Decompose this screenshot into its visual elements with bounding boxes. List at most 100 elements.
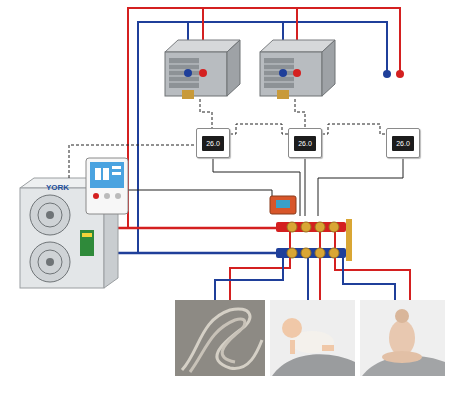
- actuator-wire: [213, 158, 300, 216]
- control-wire: [69, 145, 196, 178]
- person-legs: [382, 351, 422, 363]
- valve-actuator-label: [276, 200, 290, 208]
- baby-head: [282, 318, 302, 338]
- controller-button: [104, 193, 110, 199]
- floor-return-pipe: [307, 258, 309, 300]
- fan-coil-side: [227, 40, 240, 96]
- fan-hub: [46, 211, 54, 219]
- drain-pan: [182, 90, 194, 99]
- baby-leg: [322, 345, 334, 351]
- photo-frame: [175, 300, 265, 376]
- controller-wire: [128, 190, 272, 198]
- control-wire: [200, 99, 212, 128]
- manifold-port: [287, 222, 297, 232]
- person-back: [389, 320, 415, 356]
- photo-frame: [270, 300, 355, 376]
- temperature-reading: 26.0: [294, 136, 316, 151]
- actuator-wire: [318, 158, 403, 216]
- pipe-end: [396, 70, 404, 78]
- actuator-wire: [305, 158, 306, 216]
- grille-line: [169, 76, 199, 77]
- thermostat-box: 26.0: [288, 128, 322, 158]
- fan-coil-unit: [260, 40, 335, 99]
- screen-icon: [112, 166, 121, 169]
- thermostat-box: 26.0: [386, 128, 420, 158]
- fan-coil-grille: [264, 58, 294, 88]
- supply-manifold: [276, 222, 346, 232]
- screen-icon: [112, 172, 121, 175]
- fan-guard-ring: [38, 203, 62, 227]
- person-head: [395, 309, 409, 323]
- screen-digit: [103, 168, 109, 180]
- fan-coil-unit: [165, 40, 240, 99]
- controller-button: [115, 193, 121, 199]
- screen-digit: [95, 168, 101, 180]
- temperature-reading: 26.0: [202, 136, 224, 151]
- grille-line: [169, 64, 199, 65]
- pipe-connection: [279, 69, 287, 77]
- manifold-port: [301, 248, 311, 258]
- brand-name: YORK: [46, 183, 69, 192]
- fan-coil-grille: [169, 58, 199, 88]
- energy-label: [80, 230, 94, 256]
- manifold-port: [329, 248, 339, 258]
- fan-coil-body: [165, 52, 227, 96]
- coil-pipe: [182, 309, 262, 370]
- grille-line: [264, 76, 294, 77]
- outdoor-unit-box: YORK: [20, 178, 118, 288]
- pipe-connection: [293, 69, 301, 77]
- manifold-port: [315, 222, 325, 232]
- thermostat-box: 26.0: [196, 128, 230, 158]
- grille-line: [169, 82, 199, 83]
- coil-pipe: [190, 319, 245, 372]
- controller-screen: [90, 162, 124, 188]
- manifold-port: [315, 248, 325, 258]
- fan-guard: [30, 195, 70, 235]
- control-wire: [230, 124, 288, 134]
- manifold-port: [329, 222, 339, 232]
- floor-supply-pipe: [319, 232, 321, 300]
- drain-pan: [277, 90, 289, 99]
- fan-coil-side: [322, 40, 335, 96]
- return-pipe: [118, 22, 387, 253]
- control-wire: [295, 99, 305, 128]
- manifold-end-cap: [346, 219, 352, 261]
- baby-photo: [270, 300, 355, 376]
- energy-label-band: [82, 233, 92, 237]
- manifold-port: [301, 222, 311, 232]
- pipe-end: [383, 70, 391, 78]
- floor-return-pipe: [215, 258, 283, 300]
- fan-coil-body: [260, 52, 322, 96]
- fan-hub: [46, 258, 54, 266]
- floor-return-pipe: [343, 258, 395, 300]
- fan-guard-ring: [38, 250, 62, 274]
- wired-controller: [86, 158, 128, 214]
- pipe-connection: [199, 69, 207, 77]
- floor-supply-pipe: [230, 232, 290, 300]
- grille-line: [264, 82, 294, 83]
- controller-button: [93, 193, 99, 199]
- grille-line: [264, 70, 294, 71]
- grille-line: [169, 70, 199, 71]
- supply-pipe: [118, 227, 276, 230]
- manifold-port: [287, 248, 297, 258]
- fan-guard: [30, 242, 70, 282]
- control-wire: [322, 124, 386, 134]
- temperature-reading: 26.0: [392, 136, 414, 151]
- supply-pipe: [118, 8, 400, 228]
- floor-surface: [272, 354, 355, 376]
- grille-line: [264, 64, 294, 65]
- photo-frame: [360, 300, 445, 376]
- valve-actuator: [270, 196, 296, 214]
- person-photo: [360, 300, 445, 376]
- pipe-connection: [184, 69, 192, 77]
- baby-arm: [290, 340, 295, 354]
- return-manifold: [276, 248, 346, 258]
- controller-body: [86, 158, 128, 214]
- return-pipe: [118, 252, 276, 255]
- floor-coil-photo: [175, 300, 265, 376]
